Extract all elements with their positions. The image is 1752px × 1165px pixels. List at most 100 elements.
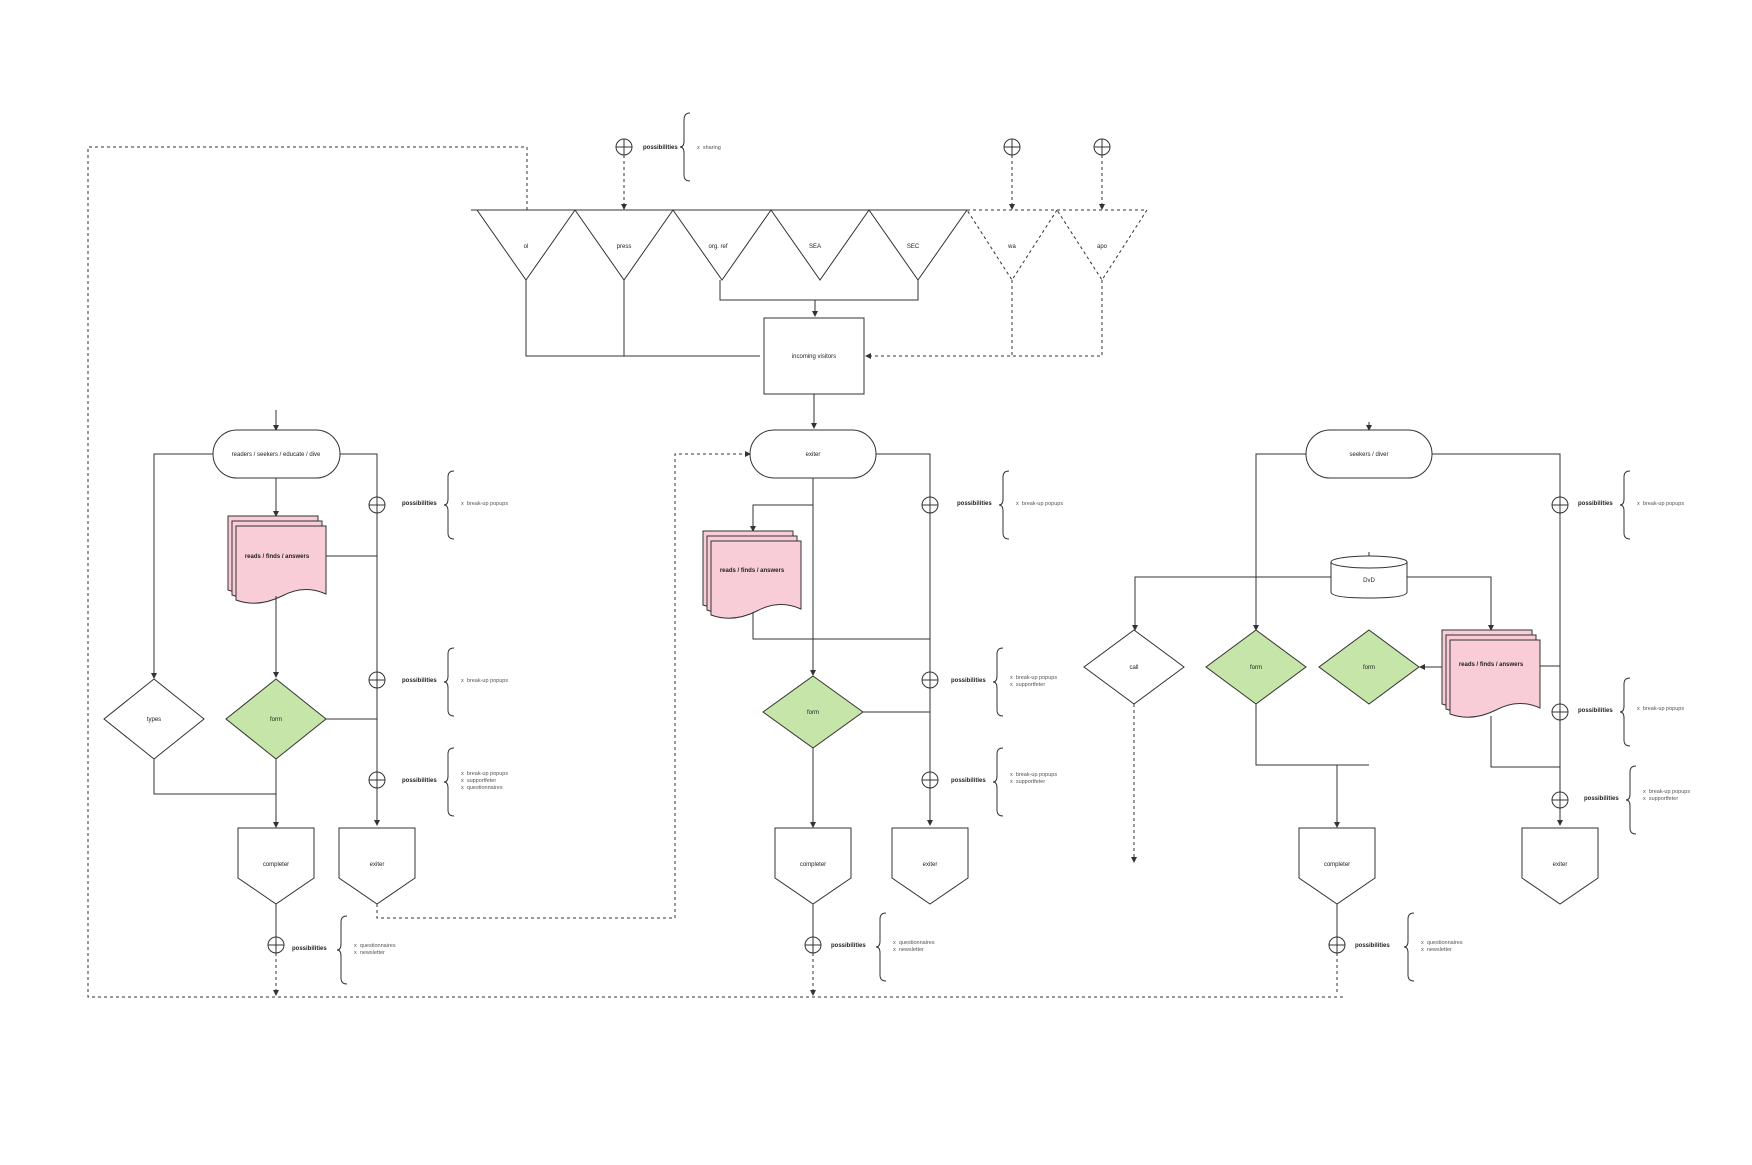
connector <box>750 504 813 532</box>
right-end-exiter <box>1521 827 1599 905</box>
brace <box>443 747 455 817</box>
connector <box>1255 704 1369 766</box>
right-end-exiter-label: exiter <box>1553 862 1568 868</box>
right-end-completer-label: completer <box>1324 862 1350 868</box>
source-label-sea: SEA <box>809 244 821 250</box>
brace <box>443 647 455 717</box>
possibilities-item: x break-up popups <box>1637 706 1684 712</box>
right-end-completer <box>1298 827 1376 905</box>
connector <box>153 759 276 795</box>
possibilities-item: x break-up popups <box>461 501 508 507</box>
possibilities-item: x supportfeter <box>1010 682 1045 688</box>
possibilities-item: x questionnaires <box>354 943 396 949</box>
brace <box>875 912 887 982</box>
connector <box>1253 453 1306 631</box>
possibilities-item: x questionnaires <box>1421 940 1463 946</box>
hub-label: incoming visitors <box>792 354 836 360</box>
brace <box>679 112 691 182</box>
possibilities-item: x questionnaires <box>893 940 935 946</box>
possibilities-label: possibilities <box>831 943 866 949</box>
right-start-label: seekers / diver <box>1349 452 1388 458</box>
possibilities-label: possibilities <box>1578 708 1613 714</box>
middle-end-completer-label: completer <box>800 862 826 868</box>
possibilities-item: x break-up popups <box>1010 675 1057 681</box>
brace <box>443 470 455 540</box>
connector <box>1132 576 1331 631</box>
return-loop-line <box>376 451 751 919</box>
brace <box>998 470 1010 540</box>
middle-decision-form-label: form <box>807 710 819 716</box>
possibilities-label: possibilities <box>951 778 986 784</box>
left-start-label: readers / seekers / educate / dive <box>232 452 321 458</box>
possibilities-item: x newsletter <box>893 947 924 953</box>
right-db-label: DvD <box>1363 578 1375 584</box>
right-document-stack <box>1441 629 1541 718</box>
brace <box>1619 470 1631 540</box>
brace <box>336 915 348 985</box>
source-label-apo: apo <box>1097 244 1108 250</box>
source-label-press: press <box>617 244 632 250</box>
source-triangle-wa <box>966 209 1058 281</box>
possibilities-item: x break-up popups <box>1010 772 1057 778</box>
middle-end-exiter-label: exiter <box>923 862 938 868</box>
possibilities-item: x break-up popups <box>1643 789 1690 795</box>
middle-document-stack <box>702 530 802 619</box>
connector <box>1490 716 1560 768</box>
possibilities-item: x sharing <box>697 145 721 151</box>
possibilities-item: x questionnaires <box>461 785 503 791</box>
plus-circle-icon <box>1328 936 1346 954</box>
left-decision-types-label: types <box>147 717 161 723</box>
possibilities-item: x break-up popups <box>461 771 508 777</box>
brace <box>1625 765 1637 835</box>
plus-circle-icon <box>368 496 386 514</box>
brace <box>1619 677 1631 747</box>
plus-circle-icon <box>1551 496 1569 514</box>
possibilities-item: x newsletter <box>1421 947 1452 953</box>
right-database-cylinder <box>1330 555 1408 599</box>
possibilities-item: x newsletter <box>354 950 385 956</box>
possibilities-item: x supportfeter <box>1643 796 1678 802</box>
plus-circle-icon <box>1551 791 1569 809</box>
right-section: seekers / diver DvD call form form reads… <box>1083 422 1690 995</box>
possibilities-label: possibilities <box>402 778 437 784</box>
source-label-sec: SEC <box>907 244 920 250</box>
right-decision-form-b-label: form <box>1363 665 1375 671</box>
connector <box>876 453 933 826</box>
connector <box>151 453 213 679</box>
source-triangle-apo <box>1056 209 1148 281</box>
plus-circle-icon <box>368 671 386 689</box>
left-end-completer <box>237 827 315 905</box>
left-decision-form-label: form <box>270 717 282 723</box>
plus-circle-icon <box>1003 138 1021 156</box>
hub-box <box>763 317 865 395</box>
possibilities-label: possibilities <box>292 946 327 952</box>
connector <box>1432 453 1563 826</box>
possibilities-label: possibilities <box>402 678 437 684</box>
possibilities-label: possibilities <box>1578 501 1613 507</box>
possibilities-item: x supportfeter <box>1010 779 1045 785</box>
possibilities-label: possibilities <box>402 501 437 507</box>
feedback-loop-line <box>87 146 1345 998</box>
middle-end-completer <box>774 827 852 905</box>
connector <box>525 280 760 357</box>
possibilities-label: possibilities <box>951 678 986 684</box>
brace <box>992 747 1004 817</box>
left-document-stack <box>227 515 327 604</box>
source-label-wa: wa <box>1007 244 1016 250</box>
right-decision-form-a-label: form <box>1250 665 1262 671</box>
left-end-completer-label: completer <box>263 862 289 868</box>
possibilities-item: x break-up popups <box>1637 501 1684 507</box>
middle-section: exiter reads / finds / answers form comp… <box>702 429 1063 996</box>
connector <box>752 612 930 640</box>
connector <box>865 280 1103 359</box>
connector <box>719 280 919 301</box>
left-section: readers / seekers / educate / dive reads… <box>103 410 751 996</box>
left-end-exiter <box>338 827 416 905</box>
possibilities-item: x supportfeter <box>461 778 496 784</box>
plus-circle-icon <box>368 771 386 789</box>
possibilities-item: x break-up popups <box>1016 501 1063 507</box>
plus-circle-icon <box>921 771 939 789</box>
left-doc-label: reads / finds / answers <box>245 554 310 560</box>
